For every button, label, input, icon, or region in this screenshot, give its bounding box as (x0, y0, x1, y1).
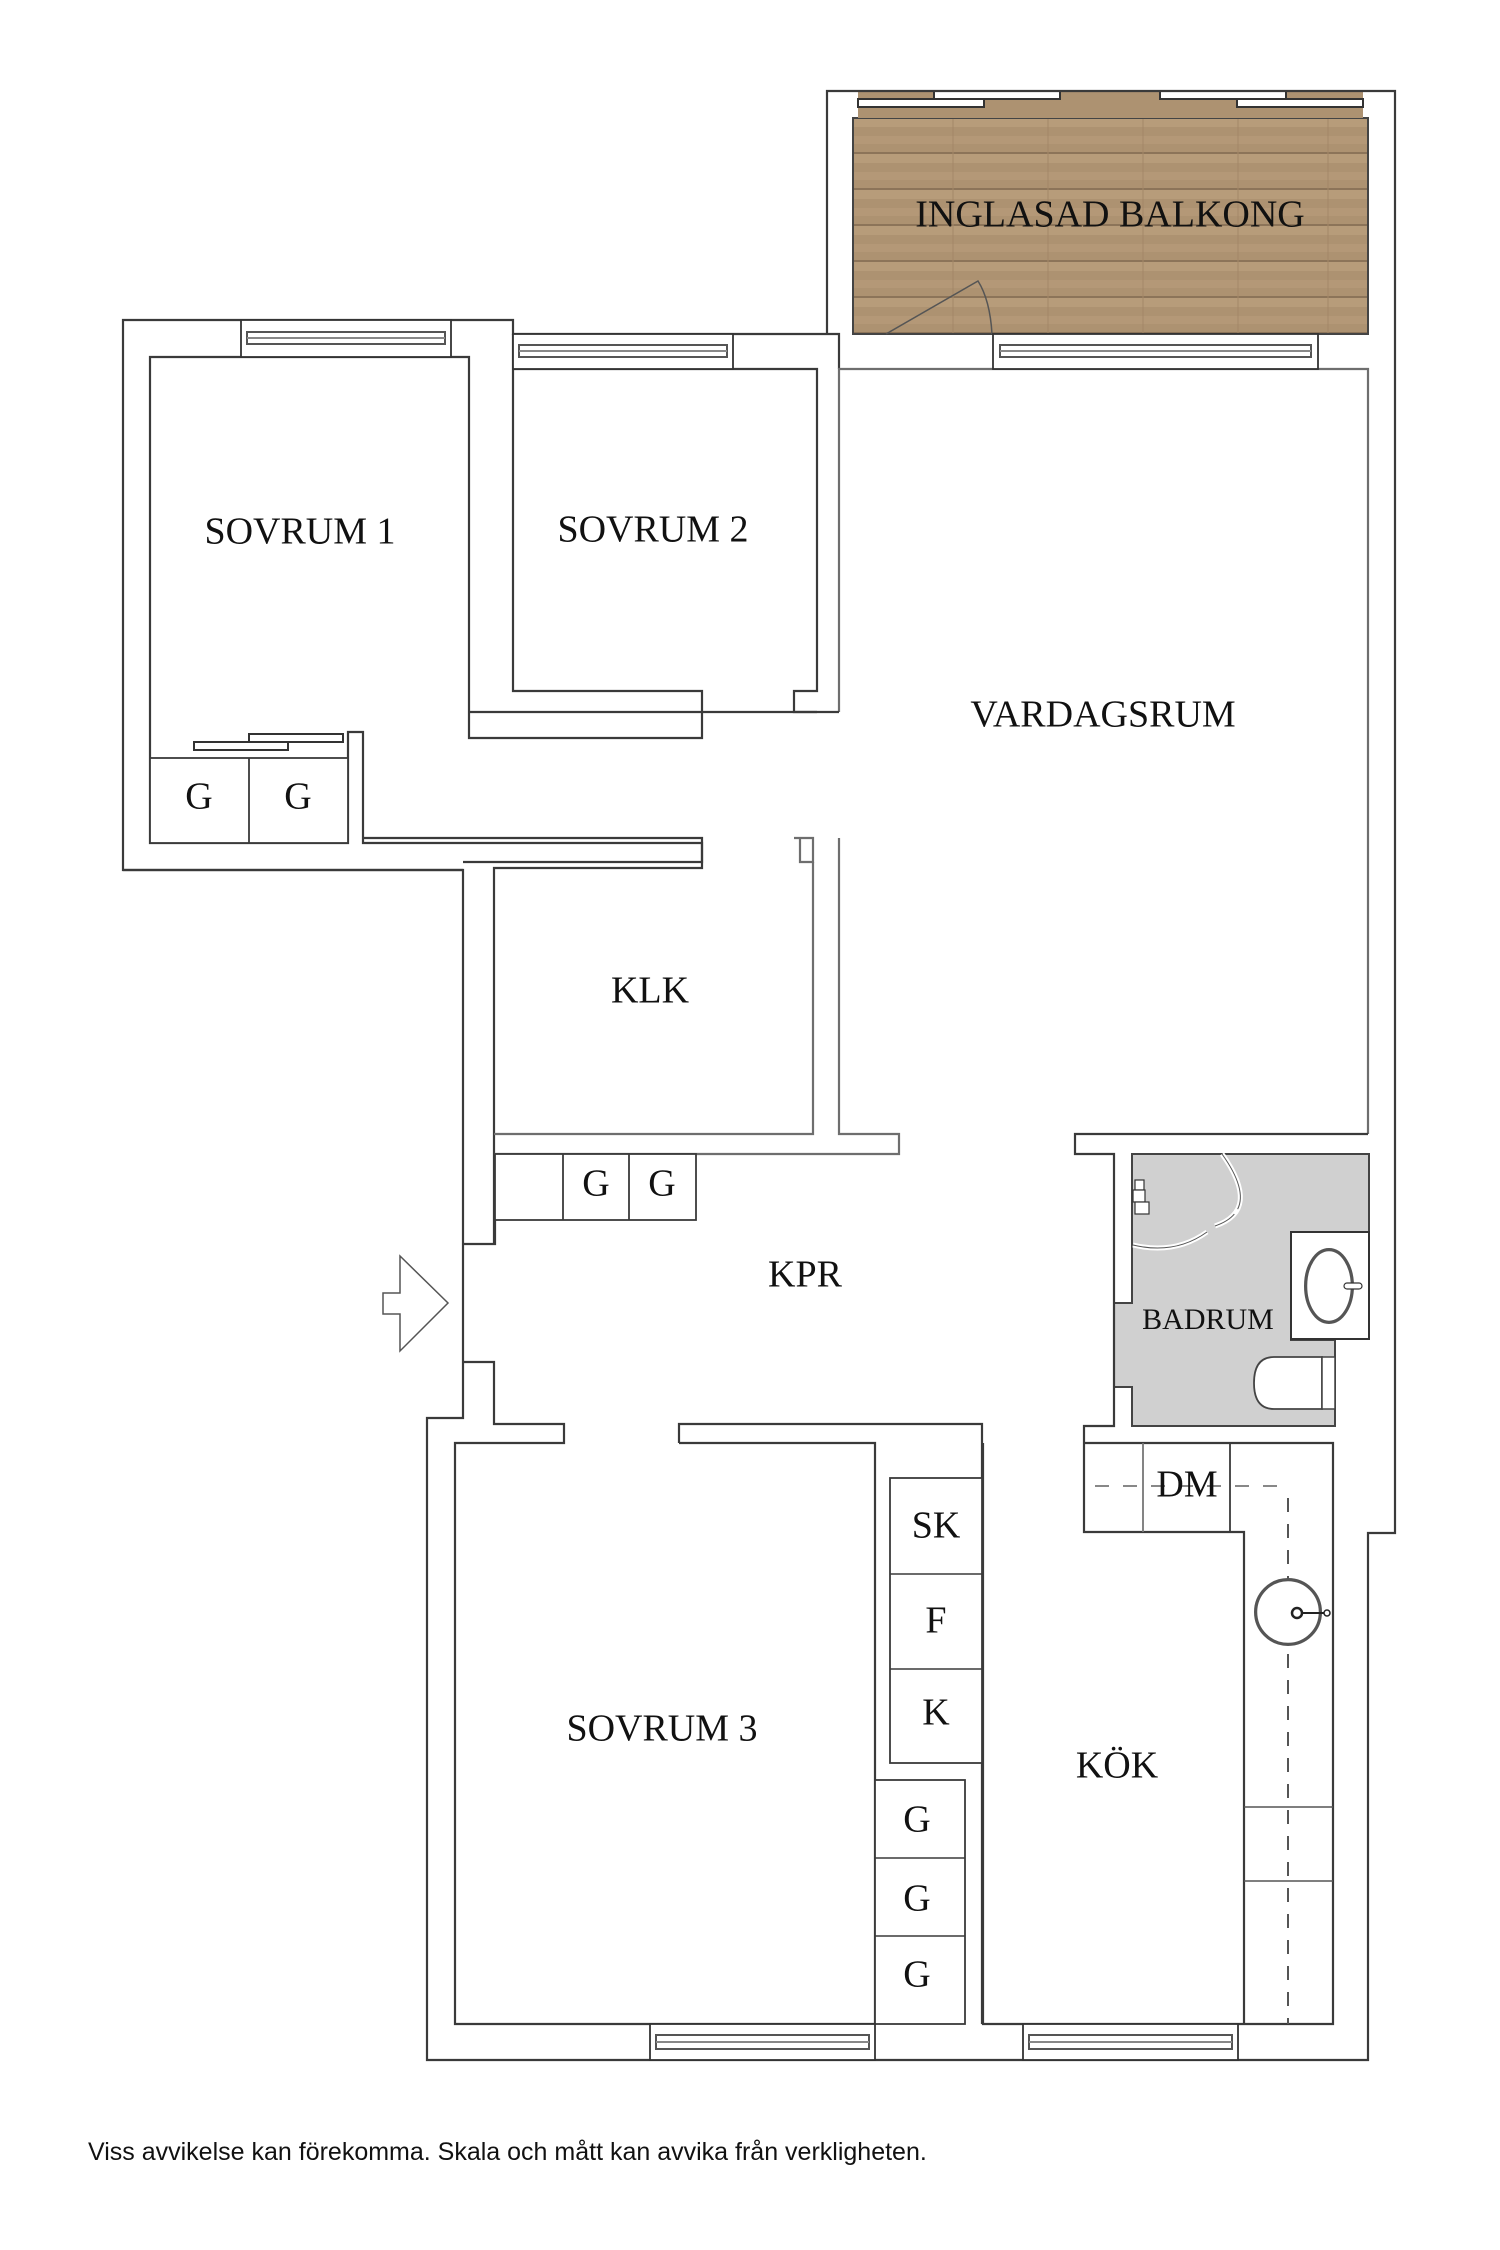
living-lower-left (494, 838, 901, 1156)
hall-left-stub (463, 1220, 497, 1246)
shower-arc (1132, 1231, 1208, 1249)
room-label-hall: KPR (768, 1254, 843, 1296)
bathroom-faucet-icon (1343, 1282, 1363, 1290)
appliance-column (889, 1477, 983, 1764)
klk-inner (492, 862, 704, 1244)
closet-label: G (185, 776, 212, 818)
closet-label: G (648, 1163, 675, 1205)
room-label-kitchen: KÖK (1076, 1745, 1159, 1787)
kitchen-dm-counter (1082, 1443, 1246, 2024)
window-bedroom1 (240, 319, 452, 358)
room-label-bedroom1: SOVRUM 1 (204, 511, 395, 553)
closet-label: G (582, 1163, 609, 1205)
klk-top-wall (363, 836, 704, 864)
balcony-floor (852, 117, 1369, 335)
closet-label: G (903, 1878, 930, 1920)
bedroom2-wall (469, 334, 704, 714)
bedroom3-closet (874, 1779, 966, 2025)
closet-label: G (903, 1954, 930, 1996)
disclaimer-text: Viss avvikelse kan förekomma. Skala och … (88, 2138, 927, 2166)
hall-left-stub-lower (453, 1360, 875, 2026)
closet-sliding-door (248, 733, 344, 743)
room-labels: SOVRUM 1 SOVRUM 2 VARDAGSRUM KLK KPR SOV… (185, 509, 1235, 1996)
closet-sliding-door (193, 741, 289, 751)
room-label-bedroom3: SOVRUM 3 (566, 1708, 757, 1750)
bathroom: BADRUM (1113, 1152, 1370, 1427)
balcony: INGLASAD BALKONG (852, 90, 1369, 335)
room-label-bathroom: BADRUM (1142, 1303, 1274, 1336)
appliance-label-freezer: F (925, 1600, 946, 1642)
balcony-glazing-panel (933, 90, 1061, 100)
entrance-arrow-icon (382, 1254, 450, 1353)
klk-right-wall-outer (794, 836, 815, 864)
room-label-balcony: INGLASAD BALKONG (915, 194, 1304, 236)
bedroom2-wall-inner (513, 367, 819, 714)
walls (121, 89, 1397, 2062)
shower-arc (1214, 1153, 1241, 1227)
window-bedroom2 (512, 333, 734, 370)
closet-label: G (903, 1799, 930, 1841)
bedroom1-wall (148, 355, 817, 750)
kitchen-drain-icon (1290, 1606, 1304, 1620)
room-label-walkin: KLK (611, 970, 690, 1012)
balcony-glazing-panel (1236, 98, 1364, 108)
dishwasher-label: DM (1156, 1464, 1217, 1506)
room-label-bedroom2: SOVRUM 2 (557, 509, 748, 551)
windows (240, 319, 1319, 2061)
appliance-label-freezer-fridge: SK (912, 1505, 961, 1547)
living-bottom-wall (1073, 1132, 1368, 1443)
balcony-glazing-panel (857, 98, 985, 108)
kitchen-faucet-knob (1323, 1609, 1331, 1617)
bedroom2-living-wall (827, 332, 841, 369)
window-kitchen (1022, 2023, 1239, 2061)
toilet-tank (1321, 1356, 1336, 1410)
balcony-glazing-panel (1159, 90, 1287, 100)
balcony-door-swing (885, 279, 993, 335)
outer-wall (121, 89, 1397, 2062)
room-label-living: VARDAGSRUM (970, 694, 1235, 736)
toilet-icon (1253, 1356, 1323, 1410)
living-left-wall (837, 367, 1370, 1134)
shower-head-icon (1132, 1179, 1150, 1215)
kitchen-wall (981, 1441, 1335, 2026)
window-living (992, 333, 1319, 370)
window-bedroom3 (649, 2023, 876, 2061)
appliance-label-fridge: K (922, 1692, 950, 1734)
hall-closet (494, 1153, 697, 1221)
klk-right-wall (494, 862, 815, 1136)
closet-label: G (284, 776, 311, 818)
